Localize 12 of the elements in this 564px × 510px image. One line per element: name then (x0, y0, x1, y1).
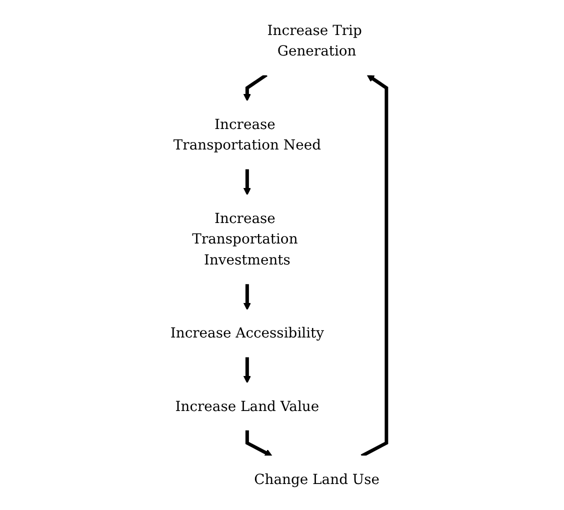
node-text: Increase Accessibility (170, 324, 324, 342)
arrow (243, 356, 252, 384)
node-text: Increase Trip Generation (267, 22, 362, 60)
arrow (243, 73, 268, 102)
node-text: Increase Transportation Need (173, 116, 321, 154)
arrow (245, 430, 272, 456)
node-text: Increase Transportation Investments (192, 210, 298, 268)
node-text: Change Land Use (254, 470, 380, 488)
node-text: Increase Land Value (175, 398, 320, 414)
arrow (243, 168, 252, 196)
arrow (243, 284, 252, 310)
arrow (360, 74, 388, 458)
